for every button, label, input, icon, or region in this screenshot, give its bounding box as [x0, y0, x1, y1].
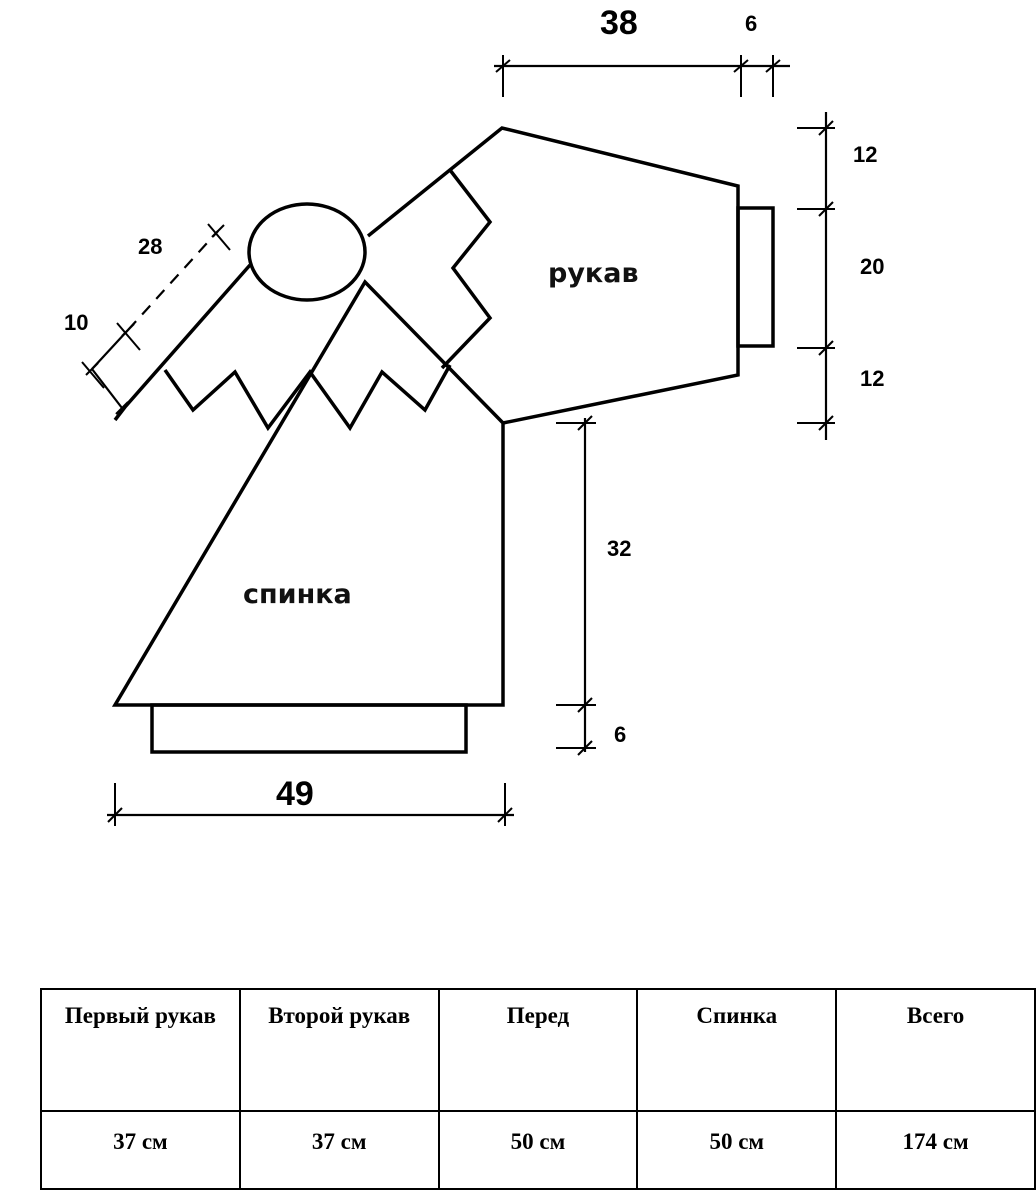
body-height-dimension: [556, 415, 596, 756]
sleeve-middle-value: 20: [860, 254, 884, 279]
yarn-summary-table: Первый рукав Второй рукав Перед Спинка В…: [40, 988, 1036, 1190]
table-header-row: Первый рукав Второй рукав Перед Спинка В…: [40, 988, 1036, 1112]
back-label: спинка: [243, 579, 352, 610]
sleeve-piece-outline: [366, 126, 740, 425]
body-width-dimension: [107, 783, 514, 826]
sleeve-top-value: 12: [853, 142, 877, 167]
value-total: 174 см: [835, 1110, 1036, 1190]
sleeve-label: рукав: [548, 258, 639, 289]
body-height-value: 32: [607, 536, 631, 561]
cuff-length-value: 6: [745, 11, 757, 36]
header-front: Перед: [437, 988, 639, 1112]
table-row: 37 см 37 см 50 см 50 см 174 см: [40, 1110, 1036, 1190]
header-back: Спинка: [636, 988, 838, 1112]
sleeve-width-dimension: [797, 112, 835, 440]
sleeve-cuff: [736, 206, 775, 348]
header-first-sleeve: Первый рукав: [40, 988, 241, 1112]
raglan-dimension: [81, 223, 231, 415]
sleeve-length-value: 38: [600, 4, 638, 42]
raglan-line-value: 28: [138, 234, 162, 259]
value-first-sleeve: 37 см: [40, 1110, 241, 1190]
value-second-sleeve: 37 см: [238, 1110, 440, 1190]
body-width-value: 49: [276, 775, 314, 813]
back-piece-outline: [111, 263, 505, 707]
sleeve-zigzag-line: [440, 168, 493, 370]
sleeve-bottom-value: 12: [860, 366, 884, 391]
back-hem: [150, 703, 468, 754]
neck-opening: [247, 202, 367, 302]
back-zigzag-line: [163, 364, 452, 432]
header-total: Всего: [835, 988, 1036, 1112]
header-second-sleeve: Второй рукав: [238, 988, 440, 1112]
knitting-pattern-diagram: рукав спинка 38 6 12 20 12: [64, 4, 884, 826]
neck-offset-value: 10: [64, 310, 88, 335]
value-front: 50 см: [437, 1110, 639, 1190]
sleeve-length-dimension: [494, 55, 790, 97]
value-back: 50 см: [636, 1110, 838, 1190]
hem-height-value: 6: [614, 722, 626, 747]
